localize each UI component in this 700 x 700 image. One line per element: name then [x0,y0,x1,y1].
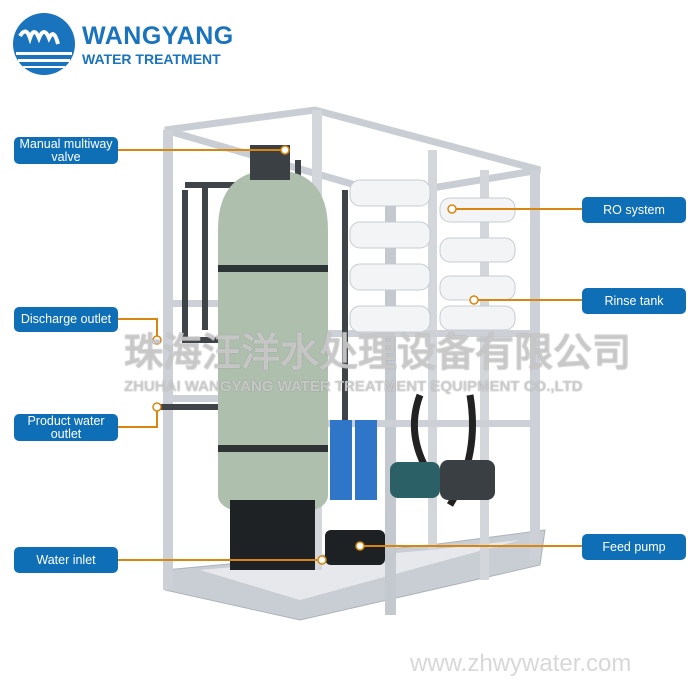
ro-membranes [349,179,516,333]
leader-lines [118,149,582,561]
label-manual-multiway-valve: Manual multiway valve [14,137,118,164]
leader-dots [152,145,479,565]
website-url: www.zhwywater.com [410,650,632,677]
feed-pump [325,460,495,565]
brand-name: WANGYANG [82,22,234,50]
label-ro-system: RO system [582,197,686,223]
label-product-water-outlet: Product water outlet [14,414,118,441]
wangyang-logo-icon [13,13,75,75]
cartridge-filters [330,420,377,500]
brand-subtitle: WATER TREATMENT [82,51,221,67]
watermark-chinese: 珠海汪洋水处理设备有限公司 [124,332,632,375]
label-rinse-tank: Rinse tank [582,288,686,314]
label-water-inlet: Water inlet [14,547,118,573]
label-discharge-outlet: Discharge outlet [14,307,118,332]
watermark-english: ZHUHAI WANGYANG WATER TREATMENT EQUIPMEN… [124,378,583,395]
label-feed-pump: Feed pump [582,534,686,560]
